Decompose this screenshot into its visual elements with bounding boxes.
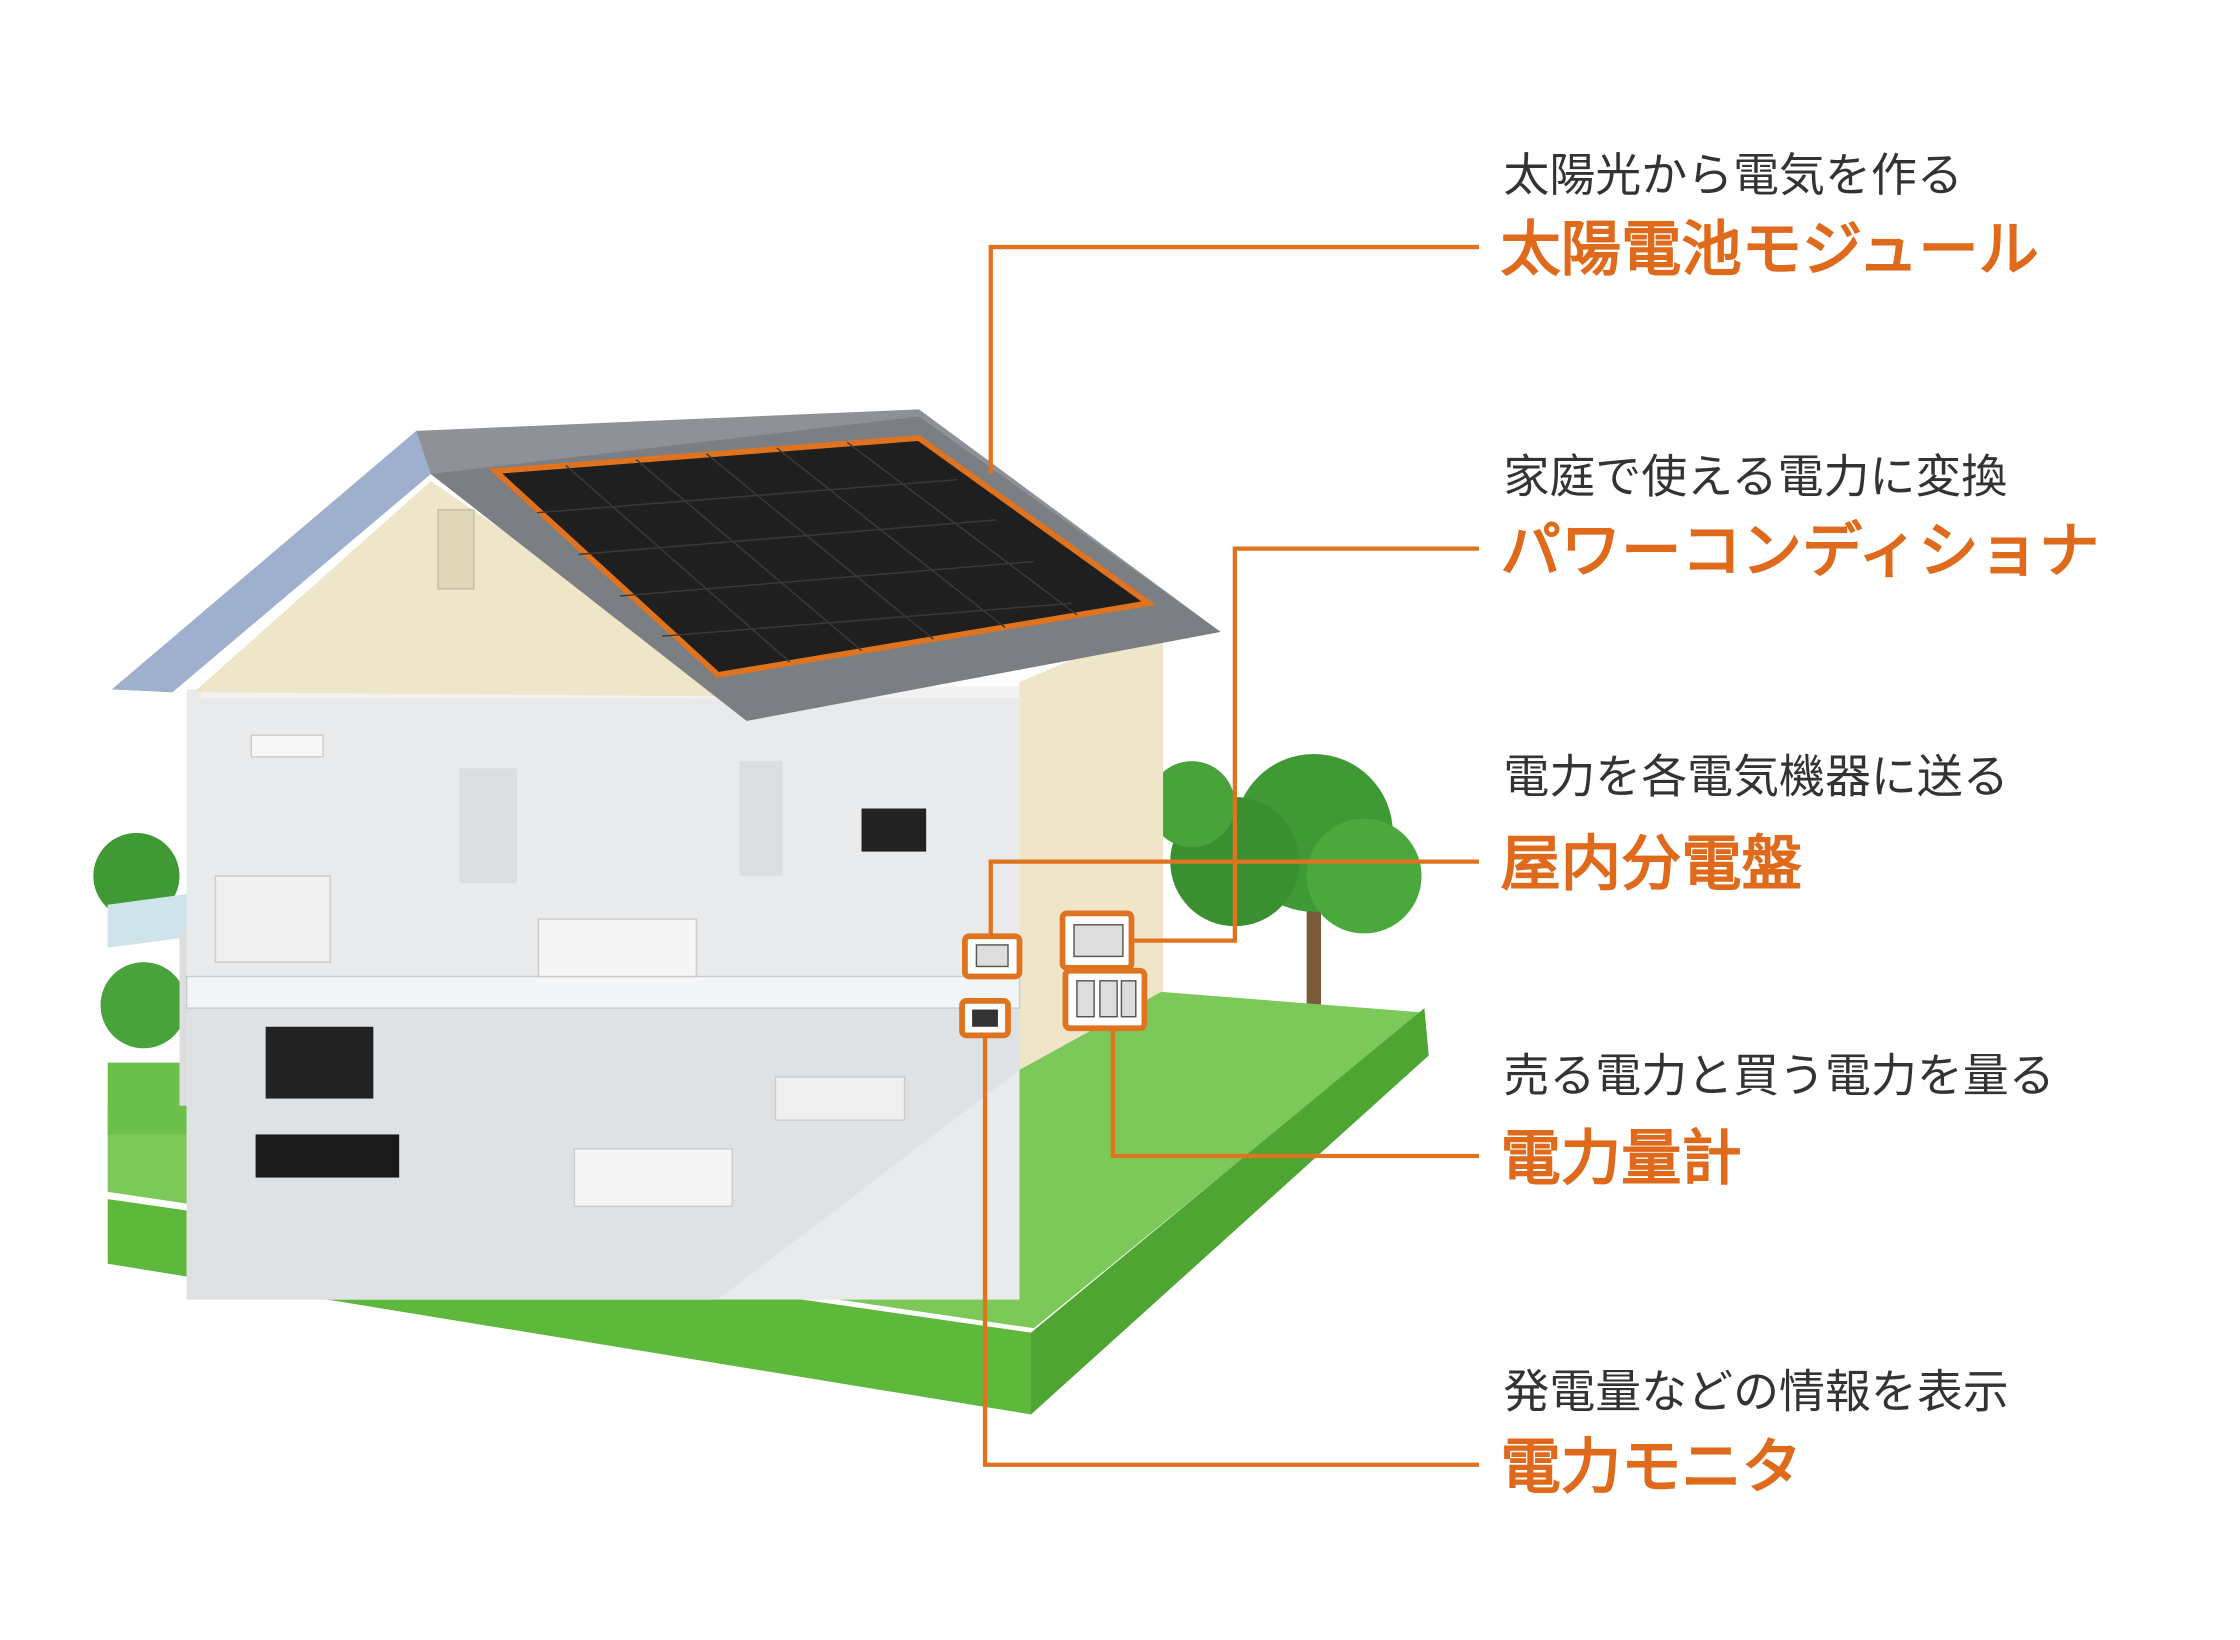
leader-line-solar-module [988,244,1479,474]
house [185,481,1164,1300]
leader-line-power-meter [1110,1028,1479,1159]
label-power-conditioner: パワーコンディショナ [1501,517,2100,587]
label-power-meter: 電力量計 [1501,1124,1742,1194]
label-power-conditioner-desc: 家庭で使える電力に変換 [1503,450,2007,504]
label-distribution-board: 屋内分電盤 [1501,830,1803,900]
leader-line-power-monitor [982,1035,1479,1467]
leader-line-power-conditioner [1134,546,1479,943]
label-solar-module-desc: 太陽光から電気を作る [1503,148,1962,202]
label-power-meter-desc: 売る電力と買う電力を量る [1503,1048,2054,1102]
leader-line-distribution-board [988,859,1479,937]
label-solar-module: 太陽電池モジュール [1501,215,2039,285]
label-power-monitor: 電力モニタ [1501,1433,1802,1503]
label-power-monitor-desc: 発電量などの情報を表示 [1503,1364,2008,1418]
devices [959,910,1148,1039]
solar-panel-grid [536,441,1078,663]
label-distribution-board-desc: 電力を各電気機器に送る [1503,750,2008,804]
